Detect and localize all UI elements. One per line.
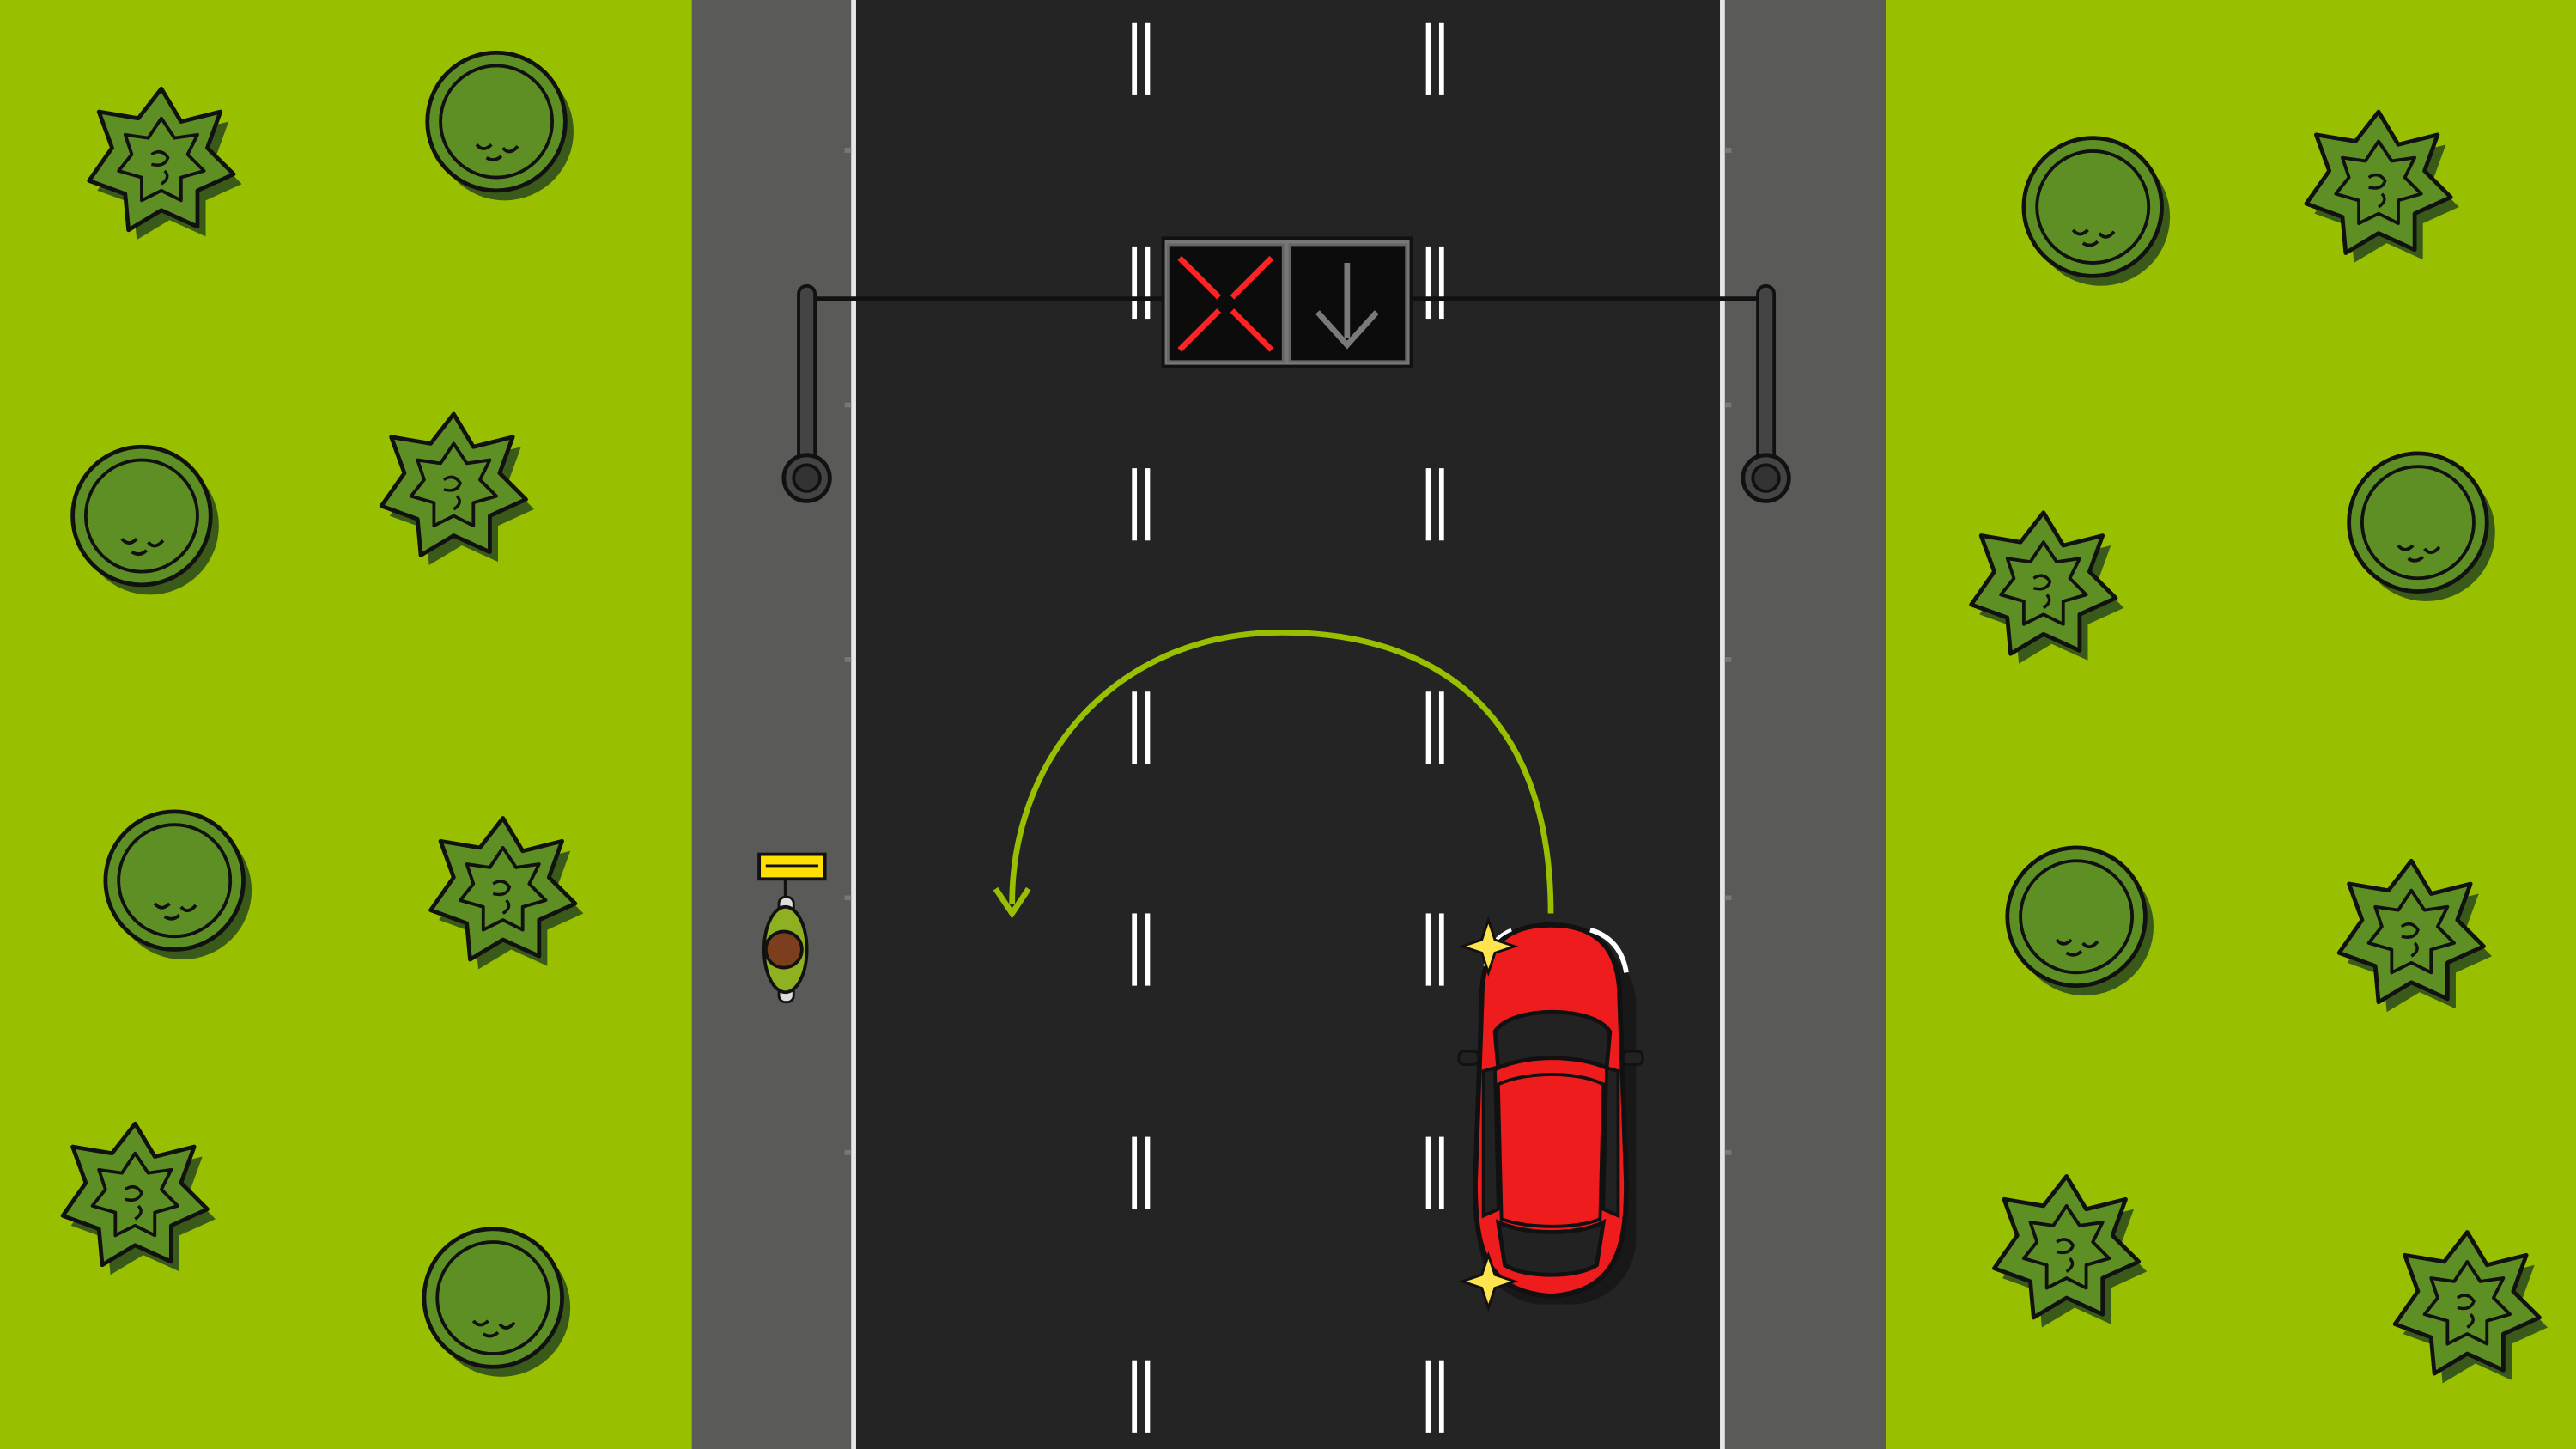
gantry-pole-right (1756, 283, 1777, 478)
sparkle-icons (1458, 916, 1519, 1312)
u-turn-arrow (993, 630, 1554, 919)
sparkle-icon (1458, 916, 1519, 977)
sidewalk-left (691, 0, 855, 1449)
gantry-pole-left (797, 283, 817, 478)
sparkle-icon (1458, 1251, 1519, 1312)
sidewalk-right (1722, 0, 1886, 1449)
cyclist-head (763, 929, 804, 970)
cyclist-with-yellow-sign (757, 852, 827, 1004)
road-edge-line-right (1720, 0, 1725, 1449)
road-edge-line-left (851, 0, 856, 1449)
lane-control-sign (1161, 236, 1413, 368)
down-arrow-lane-open-icon (1288, 243, 1408, 363)
red-x-lane-closed-icon (1166, 243, 1285, 363)
grass-right (1886, 0, 2576, 1449)
red-hatchback-car (1457, 922, 1644, 1305)
curb-ticks (844, 148, 1732, 1155)
